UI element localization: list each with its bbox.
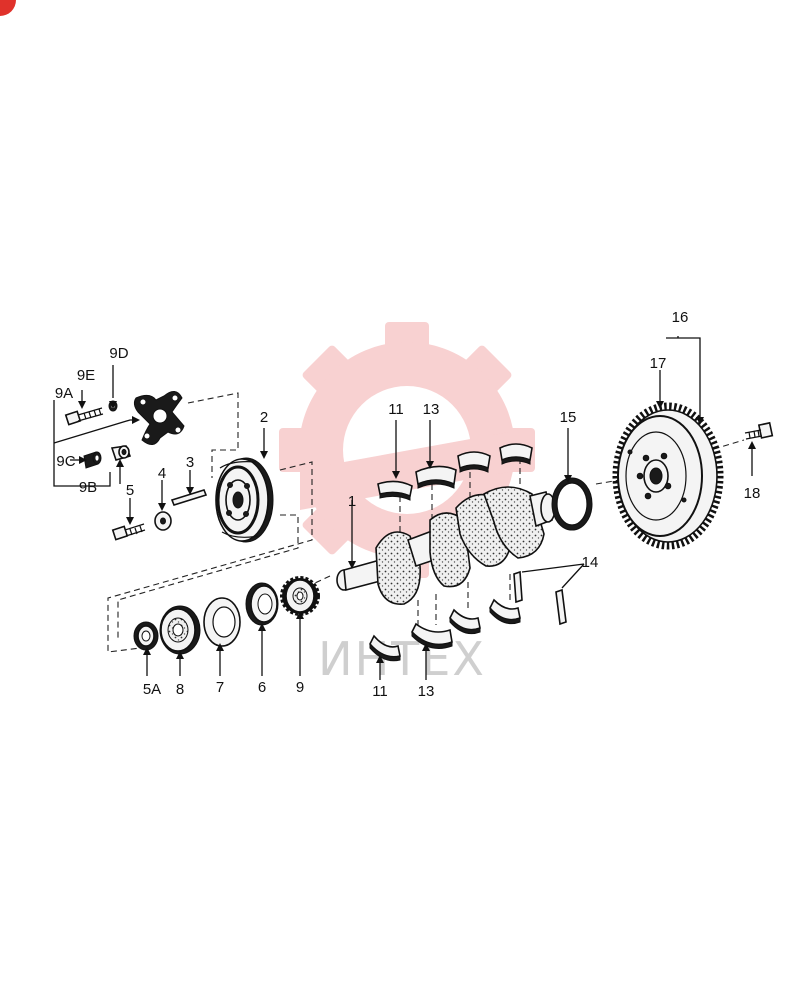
- lower-main-bearing-3: [449, 608, 481, 635]
- oil-slinger: [245, 582, 279, 626]
- callout-16: 16: [672, 309, 689, 326]
- callout-3: 3: [186, 454, 194, 471]
- watermark-text: ИНТЕХ: [318, 632, 486, 686]
- callout-13-lower: 13: [418, 683, 435, 700]
- callout-13-upper: 13: [423, 401, 440, 418]
- callout-1: 1: [348, 493, 356, 510]
- callout-labels: 1 2 3 4 5 5A 6 7 8 9 9A 9B 9C 9D 9E 11 1…: [55, 309, 761, 700]
- front-seal: [133, 621, 159, 651]
- callout-9e: 9E: [77, 367, 95, 384]
- flywheel-bolt: [744, 421, 774, 440]
- pulley-bolt: [111, 523, 146, 541]
- callout-17: 17: [650, 355, 667, 372]
- lower-thrust-bearing: [411, 622, 453, 649]
- pulley-washer: [154, 511, 172, 531]
- hub-spider: [133, 391, 185, 445]
- callout-9c: 9C: [56, 453, 75, 470]
- pulley-key: [170, 489, 208, 506]
- flywheel: [612, 402, 724, 550]
- spacer-ring: [203, 597, 241, 647]
- callout-5a: 5A: [143, 681, 161, 698]
- callout-11-lower: 11: [372, 683, 388, 700]
- flywheel-dowels: [513, 570, 567, 626]
- callout-14: 14: [582, 554, 599, 571]
- upper-main-bearing-4: [499, 443, 533, 465]
- callout-9a: 9A: [55, 385, 73, 402]
- callout-6: 6: [258, 679, 266, 696]
- callout-8: 8: [176, 681, 184, 698]
- callout-9b: 9B: [79, 479, 97, 496]
- lower-main-bearing-4: [489, 598, 521, 625]
- timing-gear: [280, 576, 320, 616]
- callout-9d: 9D: [109, 345, 128, 362]
- callout-2: 2: [260, 409, 268, 426]
- upper-main-bearing: [377, 480, 413, 501]
- callout-9: 9: [296, 679, 304, 696]
- rear-main-seal: [551, 477, 593, 531]
- crankshaft: [336, 486, 556, 605]
- front-cover-seal: [159, 605, 201, 655]
- callout-4: 4: [158, 465, 166, 482]
- callout-5: 5: [126, 482, 134, 499]
- callout-15: 15: [560, 409, 577, 426]
- corner-badge: [0, 0, 16, 16]
- hub-bolt: [64, 407, 104, 426]
- crankshaft-pulley: [215, 457, 274, 543]
- callout-11-upper: 11: [388, 401, 404, 418]
- upper-main-bearing-3: [457, 451, 491, 473]
- hub-spacer: [83, 451, 102, 469]
- lower-main-bearing: [369, 634, 401, 662]
- callout-18: 18: [744, 485, 761, 502]
- callout-7: 7: [216, 679, 224, 696]
- hub-nut: [110, 445, 132, 461]
